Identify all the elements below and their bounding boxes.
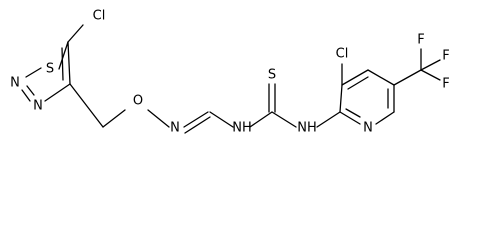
atom-pyridine-chlorine: Cl bbox=[336, 47, 349, 62]
bond-n3-n2 bbox=[21, 89, 31, 102]
atom-pyridine-nitrogen: N bbox=[363, 121, 373, 136]
atom-fluorine-3: F bbox=[442, 77, 449, 92]
bond-c5-c4-inner bbox=[61, 47, 64, 81]
bonds bbox=[21, 24, 441, 134]
bond-s1-c5 bbox=[58, 41, 69, 70]
bond-cs-nh bbox=[271, 111, 297, 128]
atom-imine-nitrogen: N bbox=[170, 121, 180, 136]
bond-n1-c2-inner bbox=[345, 108, 361, 118]
atom-thiadiazole-sulfur: S bbox=[46, 62, 54, 77]
bond-c6-n1 bbox=[375, 111, 395, 125]
bond-n-ch bbox=[183, 111, 209, 128]
bond-cf3-f2 bbox=[420, 59, 441, 71]
atom-thiocarbonyl-sulfur: S bbox=[268, 68, 276, 83]
atom-thiadiazole-n3: N bbox=[33, 99, 43, 114]
bond-ch2-o bbox=[102, 109, 126, 128]
bond-nh-c2 bbox=[316, 111, 341, 128]
bond-cf3-f3 bbox=[420, 69, 441, 81]
atom-fluorine-2: F bbox=[442, 49, 449, 64]
atom-amine-nitrogen-right: NH bbox=[297, 121, 317, 136]
atom-ether-oxygen: O bbox=[133, 94, 143, 109]
bond-c2-c3 bbox=[339, 84, 343, 113]
atom-amine-nitrogen-left: NH bbox=[232, 121, 252, 136]
bond-o-n bbox=[147, 109, 170, 128]
bond-c5-cl bbox=[67, 24, 84, 43]
atom-thiadiazole-n2: N bbox=[10, 76, 20, 91]
bond-c5-c4 bbox=[67, 41, 71, 85]
bond-c4-ch2 bbox=[69, 83, 104, 128]
bond-n-ch-inner bbox=[184, 116, 211, 134]
bond-n1-c2 bbox=[339, 111, 361, 125]
atom-fluorine-1: F bbox=[417, 33, 424, 48]
bond-c3-c4-inner bbox=[347, 76, 369, 90]
atom-thiadiazole-chlorine: Cl bbox=[93, 9, 106, 24]
bond-ch-nh bbox=[209, 111, 234, 128]
bond-n3-n2-inner bbox=[26, 85, 35, 96]
bond-nh-cs bbox=[249, 111, 273, 128]
bond-c5-cf3 bbox=[393, 69, 422, 86]
atom-labels: S Cl N N O N NH S NH Cl N F F F bbox=[10, 9, 450, 136]
bond-c4-c5 bbox=[367, 69, 395, 86]
bond-n2-s1 bbox=[25, 67, 42, 78]
bond-c4-n3 bbox=[44, 83, 71, 102]
bond-c3-c4 bbox=[341, 69, 369, 86]
chemical-structure: S Cl N N O N NH S NH Cl N F F F bbox=[10, 9, 450, 136]
